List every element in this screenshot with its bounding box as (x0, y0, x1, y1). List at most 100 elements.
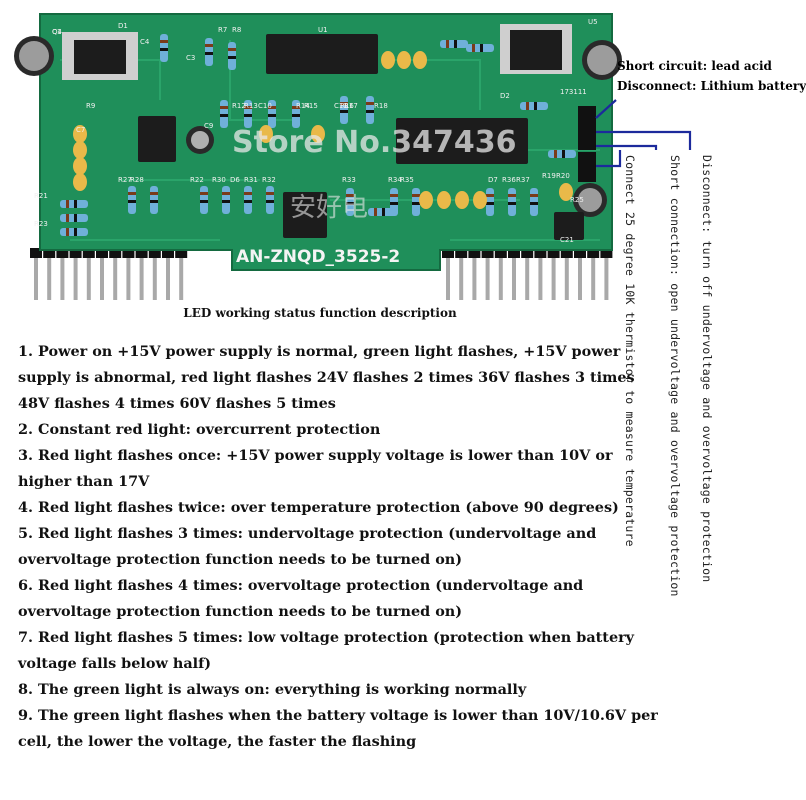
pin (446, 248, 450, 300)
note-short-circuit: Short circuit: lead acid (617, 59, 772, 73)
ic-u4 (283, 192, 327, 238)
component-label: Q4 (52, 28, 63, 36)
component-label: C4 (140, 38, 150, 46)
list-item: 5. Red light flashes 3 times: undervolta… (18, 525, 597, 568)
component-label: R31 (244, 176, 258, 184)
pin (459, 248, 464, 300)
capacitor-c9 (186, 126, 214, 154)
component-label: R21 (34, 192, 48, 200)
component-label: R35 (400, 176, 414, 184)
ceramic-capacitor (455, 191, 469, 209)
capacitor-c21 (573, 183, 607, 217)
ic-u2 (396, 118, 528, 164)
pin (525, 248, 530, 300)
led-heading: LED working status function description (183, 306, 457, 320)
component-label: C10 (258, 102, 272, 110)
ceramic-capacitor (311, 125, 325, 143)
component-label: R22 (190, 176, 204, 184)
component-label: R9 (86, 102, 95, 110)
ceramic-capacitor (73, 125, 87, 143)
component-label: R8 (232, 26, 241, 34)
component-label: D7 (488, 176, 498, 184)
component-label: R18 (374, 102, 388, 110)
jumper-header (578, 106, 596, 182)
component-label: R16 (340, 102, 354, 110)
component-label: C21 (560, 236, 574, 244)
ceramic-capacitor (381, 51, 395, 69)
ceramic-capacitor (419, 191, 433, 209)
cjk-watermark: 安好电 (290, 193, 368, 223)
pin (166, 248, 170, 300)
component-label: C11 (334, 102, 348, 110)
component-label: D6 (230, 176, 240, 184)
ceramic-capacitor (73, 173, 87, 191)
ceramic-capacitor (73, 157, 87, 175)
component-label: R15 (304, 102, 318, 110)
ceramic-capacitor (397, 51, 411, 69)
component-label: R25 (570, 196, 584, 204)
component-label: R7 (218, 26, 227, 34)
ceramic-capacitor (413, 51, 427, 69)
component-label: R28 (130, 176, 144, 184)
component-label: R19 (542, 172, 556, 180)
pin (578, 248, 582, 300)
resistor-group (60, 34, 576, 236)
pin (73, 248, 78, 300)
component-label: D2 (500, 92, 510, 100)
ic-u3 (138, 116, 176, 162)
component-label: C9 (204, 122, 213, 130)
vertical-note-thermistor: Connect 25 degree 10K thermistor to meas… (623, 155, 637, 547)
pin (564, 248, 569, 300)
pin (538, 248, 543, 300)
pin (86, 248, 91, 300)
component-label: C3 (186, 54, 195, 62)
pin (551, 248, 556, 300)
list-item: 2. Constant red light: overcurrent prote… (18, 421, 381, 438)
pin (60, 248, 65, 300)
component-label: R20 (556, 172, 570, 180)
component-label: U1 (318, 26, 328, 34)
component-label: R17 (344, 102, 358, 110)
component-label: R23 (34, 220, 48, 228)
ic-u1 (266, 34, 378, 74)
list-item: 6. Red light flashes 4 times: overvoltag… (18, 577, 584, 620)
ceramic-capacitor (73, 141, 87, 159)
component-label: 173111 (560, 88, 587, 96)
board-model-label: AN-ZNQD_3525-2 (236, 247, 400, 267)
component-label: R32 (262, 176, 276, 184)
list-item: 4. Red light flashes twice: over tempera… (18, 499, 619, 516)
component-label: R12 (232, 102, 246, 110)
component-label: U5 (588, 18, 598, 26)
led-status-list: 1. Power on +15V power supply is normal,… (18, 339, 658, 755)
pin (604, 248, 609, 300)
pin (113, 248, 118, 300)
ceramic-capacitor (259, 125, 273, 143)
ceramic-capacitor (437, 191, 451, 209)
ceramic-capacitor (473, 191, 487, 209)
pin (472, 248, 477, 300)
pin (512, 248, 516, 300)
pin (152, 248, 157, 300)
component-label: R30 (212, 176, 226, 184)
list-item: 7. Red light flashes 5 times: low voltag… (18, 629, 635, 672)
component-label: R27 (118, 176, 132, 184)
vertical-note-disconnect: Disconnect: turn off undervoltage and ov… (700, 155, 714, 583)
pin (179, 248, 184, 300)
ceramic-capacitor-group (73, 51, 573, 209)
ceramic-capacitor (559, 183, 573, 201)
list-item: 8. The green light is always on: everyth… (18, 681, 527, 698)
pin (591, 248, 596, 300)
component-label: D1 (118, 22, 128, 30)
list-item: 9. The green light flashes when the batt… (18, 707, 658, 750)
list-item: 1. Power on +15V power supply is normal,… (18, 343, 635, 412)
capacitor-c1 (14, 36, 54, 76)
circuit-board (39, 13, 613, 271)
component-label: R14 (296, 102, 310, 110)
pin-header-left (30, 248, 188, 300)
pin (498, 248, 503, 300)
pin (34, 248, 38, 300)
pin (139, 248, 144, 300)
